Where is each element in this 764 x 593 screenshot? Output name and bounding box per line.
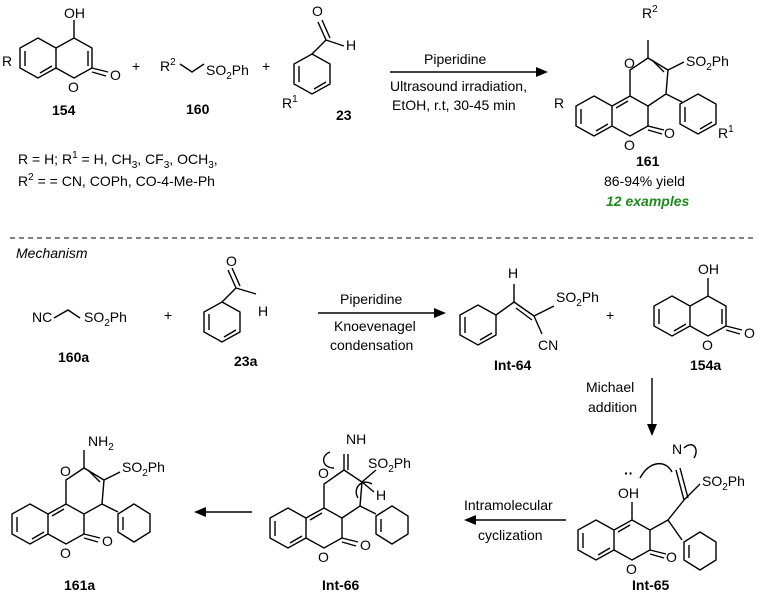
vinyl-h-label: H — [508, 265, 518, 281]
substituents-line-1: R = H; R1 = H, CH3, CF3, OCH3, — [18, 150, 218, 171]
step2-line2: addition — [588, 399, 637, 415]
so2ph-label-160: SO2Ph — [206, 62, 249, 82]
int-65-label: Int-65 — [632, 577, 670, 593]
methylene-bonds — [179, 63, 205, 73]
imine-nh-label: NH — [346, 431, 366, 447]
hydroxy-label: OH — [64, 5, 85, 21]
int-66-structure — [269, 454, 409, 549]
knoevenagel-arrow — [318, 308, 446, 318]
aldehyde-h-label: H — [346, 37, 356, 53]
cyclization-arrow — [464, 515, 566, 525]
compound-23a-label: 23a — [234, 353, 258, 369]
yield-label: 86-94% yield — [604, 173, 685, 189]
int-64-label: Int-64 — [494, 357, 532, 373]
carbonyl-oxygen-154a: O — [744, 325, 755, 341]
step1-line1: Knoevenagel — [334, 318, 416, 334]
int-66-label: Int-66 — [322, 577, 360, 593]
pyran-oxygen-161a: O — [60, 463, 71, 479]
compound-160-label: 160 — [186, 101, 210, 117]
h-label-int66: H — [376, 487, 386, 503]
compound-154a-label: 154a — [690, 357, 721, 373]
so2ph-label-int65: SO2Ph — [702, 473, 745, 493]
plus-sign-2: + — [262, 58, 270, 74]
lactone-oxygen-161a: O — [60, 545, 71, 561]
aldehyde-h-23a: H — [258, 303, 268, 319]
nitrile-nc-label: NC — [32, 309, 52, 325]
pyran-oxygen-int66: O — [318, 465, 329, 481]
compound-154a-structure — [653, 278, 743, 337]
compound-154-structure — [19, 20, 109, 79]
r-label-161: R — [554, 95, 564, 111]
step3-line1: Intramolecular — [464, 497, 553, 513]
step1-catalyst: Piperidine — [340, 291, 402, 307]
r1-label-23: R1 — [282, 94, 298, 111]
step2-line1: Michael — [586, 379, 634, 395]
examples-label: 12 examples — [606, 193, 689, 209]
mechanism-title: Mechanism — [16, 245, 88, 261]
hydroxy-label-154a: OH — [698, 261, 719, 277]
cn-label-int64: CN — [538, 337, 558, 353]
aldehyde-oxygen-23a: O — [226, 253, 237, 269]
hydroxy-label-int65: OH — [618, 485, 639, 501]
compound-23-label: 23 — [336, 107, 352, 123]
catalyst-label: Piperidine — [424, 51, 486, 67]
electron-arrow-int66-b — [355, 481, 373, 499]
aldehyde-oxygen-label: O — [312, 3, 323, 19]
carbonyl-oxygen-int66: O — [360, 537, 371, 553]
r1-label-161: R1 — [718, 124, 734, 141]
compound-160a-label: 160a — [58, 349, 89, 365]
compound-154-label: 154 — [52, 102, 76, 118]
so2ph-label-int64: SO2Ph — [556, 289, 599, 309]
methylene-bonds-160a — [53, 309, 81, 319]
compound-161a-label: 161a — [64, 577, 95, 593]
plus-sign-1: + — [132, 58, 140, 74]
ring-oxygen-label: O — [68, 79, 79, 95]
plus-sign-3: + — [164, 307, 172, 323]
carbonyl-oxygen-161a: O — [102, 533, 113, 549]
nitrogen-label-int65: N — [672, 441, 682, 457]
pyran-oxygen-label: O — [624, 55, 635, 71]
michael-addition-arrow — [647, 378, 657, 436]
electron-arrow-int65-b — [683, 444, 697, 459]
compound-161-structure — [575, 40, 717, 137]
int-65-structure — [577, 467, 717, 571]
substituents-line-2: R2 = = CN, COPh, CO-4-Me-Ph — [18, 172, 215, 189]
amino-label-161a: NH2 — [88, 433, 114, 453]
compound-23-structure — [293, 19, 345, 95]
r2-label: R2 — [160, 57, 176, 74]
so2ph-label-161a: SO2Ph — [122, 459, 165, 479]
carbonyl-oxygen-int65: O — [666, 549, 677, 565]
lactone-oxygen-int65: O — [626, 561, 637, 577]
so2ph-label-161: SO2Ph — [686, 53, 729, 73]
final-arrow — [194, 507, 252, 517]
plus-sign-4: + — [606, 307, 614, 323]
compound-161-label: 161 — [636, 153, 660, 169]
electron-arrow-int66 — [323, 451, 335, 469]
so2ph-label-int66: SO2Ph — [368, 455, 411, 475]
r-substituent-label: R — [2, 53, 12, 69]
step1-line2: condensation — [330, 337, 413, 353]
conditions-line-1: Ultrasound irradiation, — [390, 78, 527, 94]
electron-arrow-int65 — [639, 463, 673, 479]
compound-161a-structure — [11, 450, 151, 545]
lactone-oxygen-int66: O — [318, 549, 329, 565]
lone-pair-dots: ·· — [624, 465, 633, 481]
reaction-arrow — [390, 67, 548, 77]
carbonyl-oxygen-label: O — [110, 67, 121, 83]
lactone-oxygen-label-161: O — [624, 137, 635, 153]
int-64-structure — [459, 284, 555, 346]
step3-line2: cyclization — [478, 527, 543, 543]
compound-23a-structure — [203, 267, 257, 343]
carbonyl-oxygen-label-161: O — [664, 125, 675, 141]
r2-label-161: R2 — [642, 4, 658, 21]
ring-oxygen-154a: O — [702, 337, 713, 353]
so2ph-label-160a: SO2Ph — [84, 309, 127, 329]
conditions-line-2: EtOH, r.t, 30-45 min — [392, 97, 516, 113]
